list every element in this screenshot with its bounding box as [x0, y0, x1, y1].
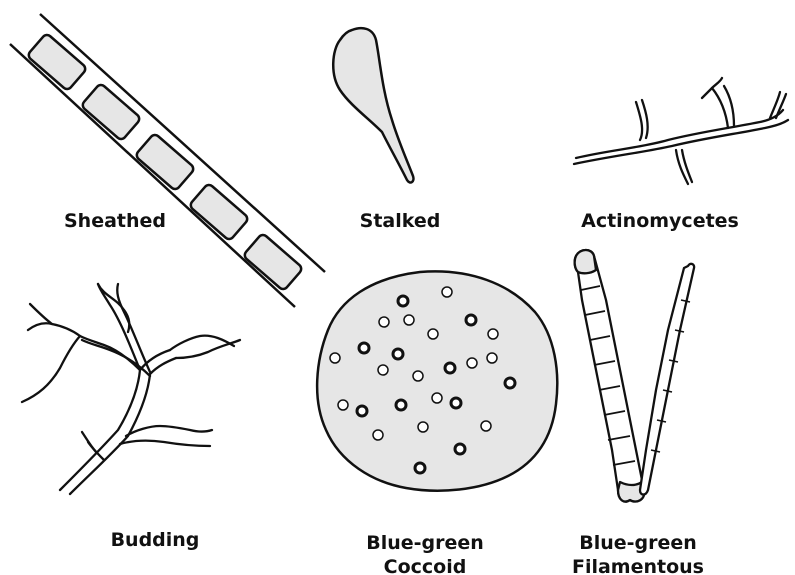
- coccoid-cell: [413, 371, 423, 381]
- sheath-cell: [135, 133, 195, 191]
- blue-green-coccoid-illustration: [317, 271, 557, 490]
- coccoid-cell: [415, 463, 425, 473]
- sheathed-bacterium-illustration: [10, 14, 325, 307]
- sheath-upper-edge: [40, 14, 325, 272]
- sheath-cell: [243, 233, 303, 291]
- hypha-branch: [170, 336, 234, 350]
- coccoid-cell: [338, 400, 348, 410]
- label-budding: Budding: [90, 528, 220, 552]
- sheath-cell: [81, 83, 141, 141]
- coccoid-cell: [418, 422, 428, 432]
- label-filamentous-line2: Filamentous: [548, 555, 728, 575]
- coccoid-cell: [396, 400, 406, 410]
- label-blue-green-coccoid: Blue-green Coccoid: [345, 531, 505, 575]
- coccoid-cell: [455, 444, 465, 454]
- coccoid-cell: [330, 353, 340, 363]
- coccoid-cell: [466, 315, 476, 325]
- label-filamentous-line1: Blue-green: [548, 531, 728, 555]
- coccoid-cell: [379, 317, 389, 327]
- label-stalked: Stalked: [340, 209, 460, 233]
- hypha-branch: [712, 78, 728, 128]
- label-coccoid-line1: Blue-green: [345, 531, 505, 555]
- hypha-branch: [126, 426, 212, 436]
- label-sheathed: Sheathed: [50, 209, 180, 233]
- blue-green-filamentous-illustration: [575, 250, 694, 502]
- coccoid-cell: [505, 378, 515, 388]
- coccoid-cell: [481, 421, 491, 431]
- coccoid-cell: [398, 296, 408, 306]
- label-actinomycetes: Actinomycetes: [560, 209, 760, 233]
- coccoid-cell: [488, 329, 498, 339]
- hypha-main-lower: [574, 120, 788, 164]
- coccoid-cell: [378, 365, 388, 375]
- coccoid-cell: [432, 393, 442, 403]
- coccoid-colony: [317, 271, 557, 490]
- coccoid-cell: [451, 398, 461, 408]
- hypha-branch: [88, 442, 104, 460]
- sheath-lower-edge: [10, 44, 295, 307]
- sheath-cell: [27, 33, 87, 91]
- stalked-cell: [333, 28, 413, 182]
- budding-bacterium-illustration: [22, 284, 240, 494]
- coccoid-cell: [393, 349, 403, 359]
- filament-trichome: [640, 264, 694, 495]
- hypha-tip: [702, 88, 712, 98]
- filament-trichome: [575, 250, 645, 502]
- coccoid-cell: [359, 343, 369, 353]
- hypha-branch: [120, 441, 210, 446]
- sheath-cell: [189, 183, 249, 241]
- coccoid-cell: [373, 430, 383, 440]
- coccoid-cell: [445, 363, 455, 373]
- coccoid-cell: [442, 287, 452, 297]
- hypha-branch: [176, 340, 240, 358]
- bud: [98, 284, 129, 332]
- filament-end-cell: [575, 250, 596, 273]
- hypha-branch: [22, 336, 80, 402]
- actinomycetes-illustration: [574, 78, 788, 184]
- hypha-branch: [636, 102, 642, 140]
- label-coccoid-line2: Coccoid: [345, 555, 505, 575]
- coccoid-cell: [404, 315, 414, 325]
- coccoid-cell: [357, 406, 367, 416]
- stalked-bacterium-illustration: [333, 28, 413, 182]
- coccoid-cell: [467, 358, 477, 368]
- coccoid-cell: [428, 329, 438, 339]
- hypha-main-upper: [576, 110, 783, 158]
- coccoid-cell: [487, 353, 497, 363]
- label-blue-green-filamentous: Blue-green Filamentous: [548, 531, 728, 575]
- hypha-branch: [30, 304, 52, 324]
